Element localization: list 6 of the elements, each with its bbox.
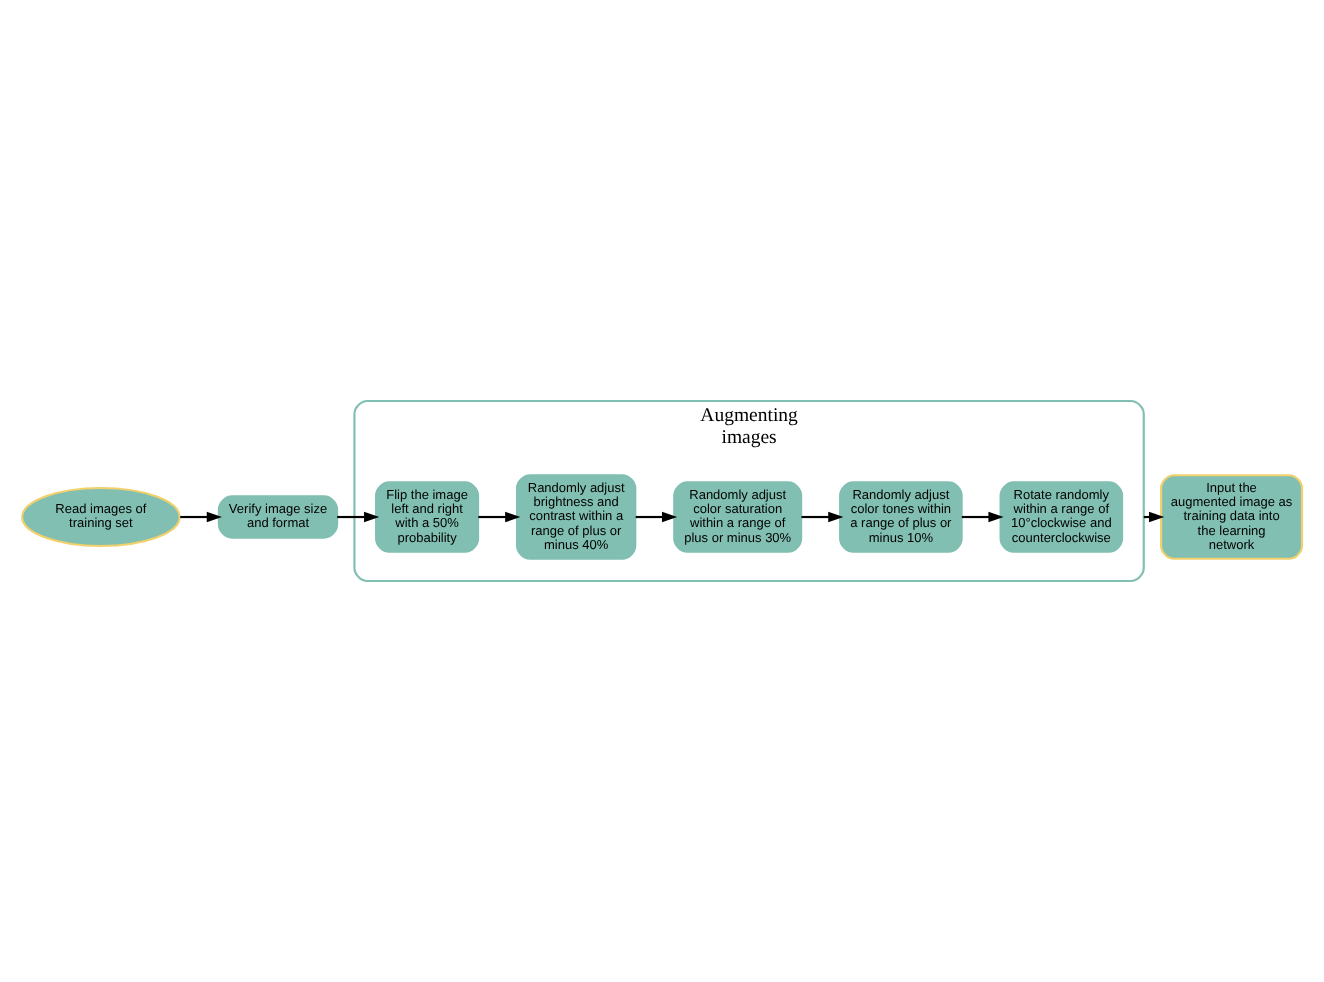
arrow — [478, 511, 521, 523]
arrow — [337, 511, 380, 523]
arrow — [801, 511, 844, 523]
arrow — [180, 511, 222, 523]
arrow — [961, 511, 1004, 523]
arrow — [635, 511, 678, 523]
